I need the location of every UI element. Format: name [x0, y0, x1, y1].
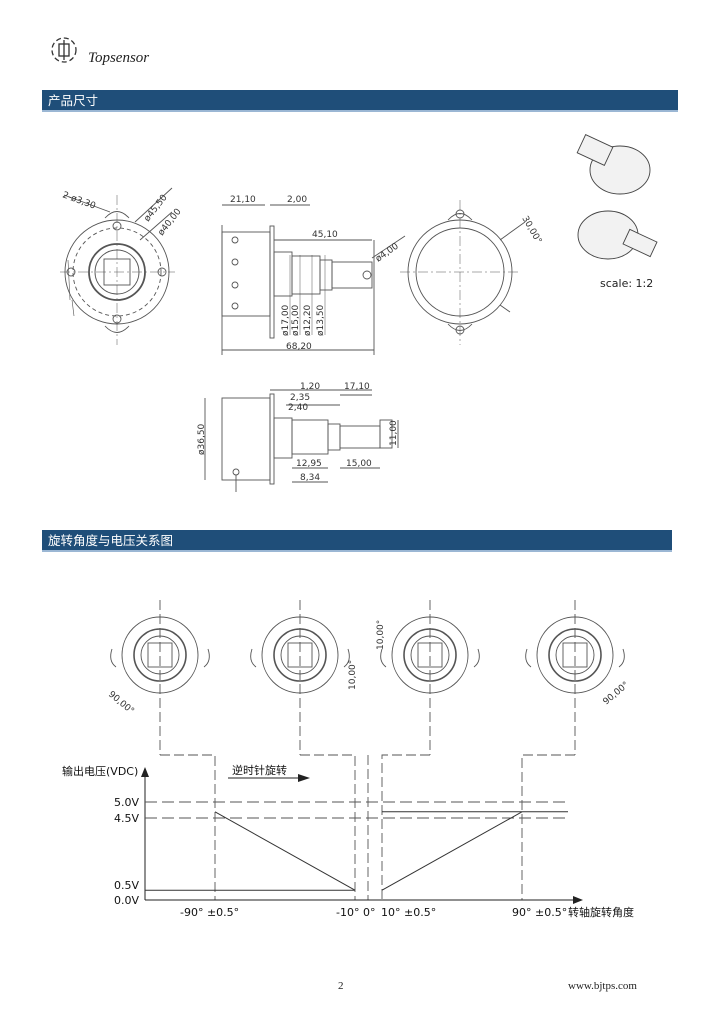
x-tick-0: 0°: [363, 906, 376, 919]
x-tick-neg90: -90° ±0.5°: [180, 906, 239, 919]
y-tick-0v: 0.0V: [114, 894, 139, 907]
dim-holes: 2-ø3,30: [61, 190, 97, 211]
x-tick-90: 90° ±0.5°: [512, 906, 567, 919]
front-view-drawing: [60, 187, 175, 345]
x-tick-neg10: -10°: [336, 906, 359, 919]
dim-rear-angle: 30,00°: [519, 215, 543, 246]
dim-body-length: 21,10: [230, 195, 256, 205]
dim-b4: 2,40: [288, 403, 308, 413]
x-axis-arrow: [573, 896, 583, 904]
page-number: 2: [338, 980, 344, 992]
y-tick-0v5: 0.5V: [114, 879, 139, 892]
rotation-views: [110, 600, 625, 900]
bottom-view-drawing: [204, 389, 399, 492]
x-tick-10: 10° ±0.5°: [381, 906, 436, 919]
x-axis-label: 转轴旋转角度: [568, 905, 634, 919]
isometric-views: [576, 133, 658, 260]
series-line-1: [214, 811, 356, 891]
y-axis-arrow: [141, 767, 149, 777]
dim-b8: 15,00: [346, 459, 372, 469]
scale-label: scale: 1:2: [600, 277, 654, 290]
dim-b6: 11,00: [389, 420, 399, 446]
series-line-2: [381, 811, 523, 891]
dim-dia-12: ø12,20: [303, 304, 313, 336]
dim-dia-15: ø15,00: [291, 304, 301, 336]
dim-total-length: 68,20: [286, 342, 312, 352]
dim-b1: 1,20: [300, 382, 320, 392]
dim-b2: 17,10: [344, 382, 370, 392]
y-tick-4v5: 4.5V: [114, 812, 139, 825]
topsensor-logo: [51, 37, 77, 63]
brand-name: Topsensor: [88, 50, 150, 66]
dim-b3: 2,35: [290, 393, 310, 403]
rear-view-drawing: [400, 200, 526, 345]
section-title-dimensions: 产品尺寸: [42, 90, 678, 112]
dim-dia-17: ø17,00: [281, 304, 291, 336]
dim-b7: 12,95: [296, 459, 322, 469]
y-axis-label: 输出电压(VDC): [62, 764, 138, 778]
angle-label-1: 90,00°: [106, 690, 136, 717]
direction-label: 逆时针旋转: [232, 763, 287, 777]
dim-dia-13: ø13,50: [316, 304, 326, 336]
y-tick-5v: 5.0V: [114, 796, 139, 809]
footer-url: www.bjtps.com: [568, 980, 637, 992]
angle-label-4: 90,00°: [602, 680, 632, 707]
dim-b5: ø36,50: [197, 423, 207, 455]
angle-label-2: 10,00°: [348, 660, 358, 690]
dim-shaft-length: 45,10: [312, 230, 338, 240]
angle-label-3: 10,00°: [376, 620, 386, 650]
dim-shaft-hole: ø4,00: [374, 241, 401, 264]
dimension-labels: 2-ø3,30 ø45,50 ø40,00 21,10 2,00 45,10 ø…: [61, 190, 543, 483]
direction-arrow-head: [298, 774, 310, 782]
section-title-relation: 旋转角度与电压关系图: [42, 530, 672, 552]
dim-b9: 8,34: [300, 473, 320, 483]
side-view-drawing: [221, 204, 406, 355]
dim-flange-thick: 2,00: [287, 195, 307, 205]
voltage-chart: [141, 767, 583, 904]
